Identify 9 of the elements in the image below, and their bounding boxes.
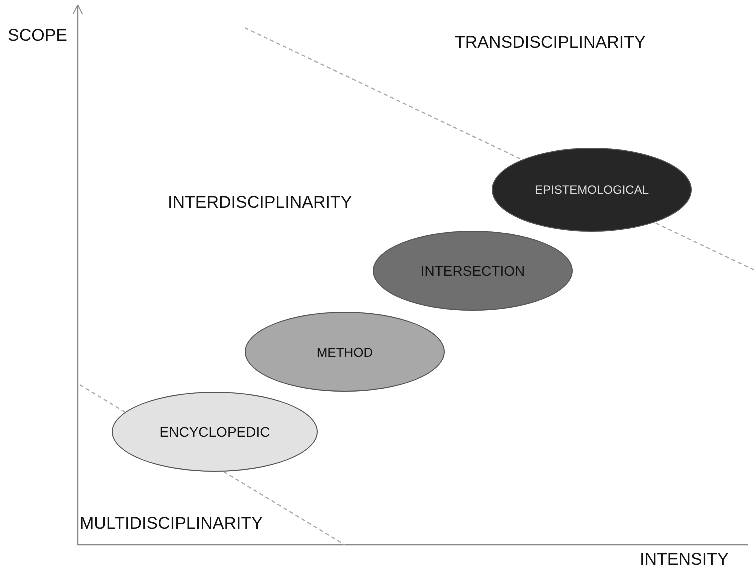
region-label: MULTIDISCIPLINARITY [80,514,263,534]
region-label: TRANSDISCIPLINARITY [455,33,646,53]
axis-label: INTENSITY [640,550,729,570]
node-label: EPISTEMOLOGICAL [534,183,650,197]
node-label: ENCYCLOPEDIC [160,424,270,440]
region-label: INTERDISCIPLINARITY [168,193,352,213]
node-label: METHOD [316,344,374,360]
node-label: INTERSECTION [420,263,526,279]
axis-label: SCOPE [8,26,68,46]
